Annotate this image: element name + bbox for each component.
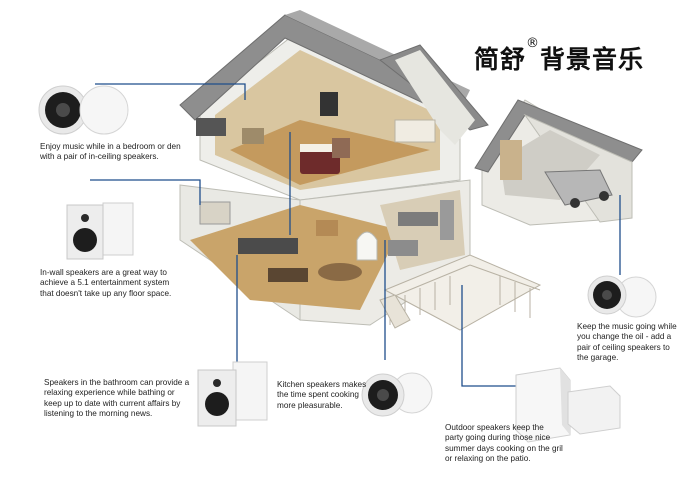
study-shelf: [199, 201, 231, 225]
kitchen-counter: [398, 212, 438, 226]
callout-line-outdoor: [461, 285, 516, 387]
living-floor: [190, 205, 400, 310]
bathroom-tub: [394, 119, 436, 143]
garage-speaker-tweeter: [602, 290, 612, 300]
upper-sofa: [196, 118, 226, 136]
inwall-speaker-cover: [102, 202, 134, 256]
archway: [356, 231, 378, 261]
living-sofa: [238, 238, 298, 254]
bed: [300, 150, 340, 174]
side-gable-wall: [395, 50, 475, 145]
bathroom-speaker-pair: [197, 361, 268, 427]
dining-cabinet: [316, 220, 338, 236]
outdoor-speaker-small: [567, 385, 621, 435]
armchair: [332, 138, 350, 158]
outdoor-speaker-pair: [515, 367, 621, 443]
bathroom-speaker-cover: [232, 361, 268, 421]
registered-mark: ®: [526, 36, 541, 51]
car-wheel-front: [599, 191, 609, 201]
coffee-table: [268, 268, 308, 282]
bed-pillows: [300, 144, 340, 152]
caption-bathroom: Speakers in the bathroom can provide a r…: [44, 378, 190, 419]
inwall-speaker-tweeter: [81, 214, 89, 222]
brand-name: 简舒: [474, 45, 527, 74]
callout-lines: [90, 83, 621, 387]
caption-ceiling-bedroom: Enjoy music while in a bedroom or den wi…: [40, 142, 181, 162]
upper-desk: [242, 128, 264, 144]
garage-shelf: [500, 140, 522, 180]
ceiling-speaker-cover: [79, 85, 129, 135]
callout-line-inwall: [90, 179, 201, 205]
bedroom-tv: [320, 92, 338, 116]
inwall-speaker-pair: [66, 202, 134, 260]
kitchen-island: [388, 240, 418, 256]
caption-garage: Keep the music going while you change th…: [577, 322, 677, 363]
garage-car: [544, 169, 613, 206]
garage-speaker-pair: [587, 275, 657, 318]
car-wheel-rear: [570, 198, 580, 208]
dining-table: [318, 263, 362, 281]
refrigerator: [440, 200, 454, 240]
ceiling-speaker-tweeter: [56, 103, 70, 117]
caption-kitchen: Kitchen speakers makes the time spent co…: [277, 380, 367, 410]
bathroom-speaker-woofer: [205, 392, 229, 416]
caption-outdoor: Outdoor speakers keep the party going du…: [445, 423, 563, 464]
deck-stairs: [379, 294, 411, 329]
callout-line-ceiling: [95, 83, 246, 100]
brand-tagline: 背景音乐: [540, 45, 645, 74]
inwall-speaker-woofer: [73, 228, 97, 252]
kitchen-speaker-tweeter: [377, 389, 389, 401]
bathroom-speaker-tweeter: [213, 379, 221, 387]
caption-in-wall: In-wall speakers are a great way to achi…: [40, 268, 172, 298]
brand-logo: 简舒®背景音乐: [474, 36, 645, 76]
ceiling-speaker-pair: [38, 85, 129, 135]
kitchen-speaker-pair: [361, 372, 433, 417]
